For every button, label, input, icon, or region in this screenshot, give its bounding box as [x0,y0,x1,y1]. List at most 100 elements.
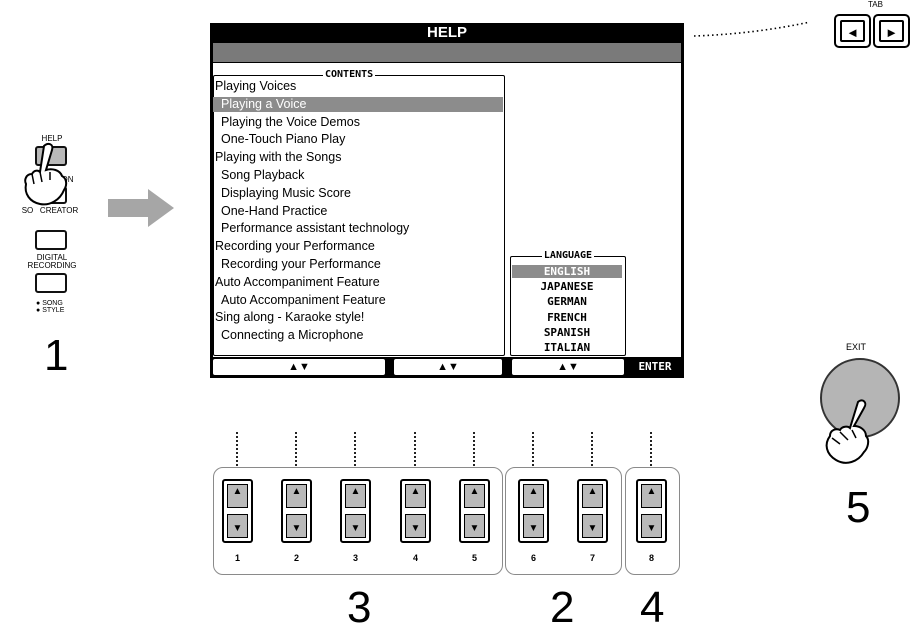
enter-button[interactable]: ENTER [628,357,682,377]
button-8-down[interactable]: ▼ [641,514,662,538]
contents-item[interactable]: Connecting a Microphone [221,328,364,343]
contents-item[interactable]: Sing along - Karaoke style! [215,310,365,325]
right-arrow-icon [108,189,174,227]
contents-item[interactable]: Performance assistant technology [221,221,410,236]
tab-right-arrow-icon: ► [879,20,904,42]
button-number-label: 4 [412,553,418,563]
tab-left-button[interactable]: ◄ [834,14,871,48]
lcd-title: HELP [426,24,467,41]
button-leader-line [414,432,416,466]
button-8: ▲▼ [636,479,667,543]
button-2-up[interactable]: ▲ [286,484,307,508]
button-4: ▲▼ [400,479,431,543]
sound-creator-label: SO CREATOR [21,206,79,215]
button-5-up[interactable]: ▲ [464,484,485,508]
tab-left-arrow-icon: ◄ [840,20,865,42]
song-indicator-icon: ● [36,300,41,307]
contents-item[interactable]: Recording your Performance [215,239,375,254]
button-3-up[interactable]: ▲ [345,484,366,508]
button-leader-line [473,432,475,466]
button-8-up[interactable]: ▲ [641,484,662,508]
step-1-label: 1 [44,331,69,380]
contents-item[interactable]: Recording your Performance [221,257,381,271]
button-6-down[interactable]: ▼ [523,514,544,538]
pointing-hand-icon [24,142,68,206]
button-group-8 [625,467,680,575]
contents-item[interactable]: Playing the Voice Demos [221,114,360,129]
button-number-label: 7 [589,553,595,563]
lcd-tab-1-2[interactable]: ▲▼ [213,359,385,375]
contents-item[interactable]: Auto Accompaniment Feature [215,274,380,289]
tab-label: TAB [868,0,883,9]
contents-item[interactable]: Auto Accompaniment Feature [221,292,386,307]
step-4-label: 4 [640,583,665,632]
button-4-down[interactable]: ▼ [405,514,426,538]
digital-recording-label: DIGITAL RECORDING [27,253,77,270]
language-item[interactable]: ITALIAN [543,341,591,354]
language-item[interactable]: FRENCH [547,310,587,324]
lcd-tab-6-7[interactable]: ▲▼ [512,359,624,375]
contents-item[interactable]: Playing Voices [215,79,297,93]
button-1-down[interactable]: ▼ [227,514,248,538]
button-7-down[interactable]: ▼ [582,514,603,538]
button-leader-line [295,432,297,466]
button-group-6-7 [505,467,622,575]
language-item[interactable]: ENGLISH [512,265,622,278]
tab-right-button[interactable]: ► [873,14,910,48]
contents-item[interactable]: One-Hand Practice [221,203,328,218]
language-title-wrap: LANGUAGE [513,250,623,262]
lcd-tab-3-4[interactable]: ▲▼ [394,359,502,375]
button-number-label: 6 [530,553,536,563]
button-leader-line [354,432,356,466]
button-leader-line [650,432,652,466]
button-number-label: 1 [234,553,240,563]
language-item[interactable]: GERMAN [547,295,587,309]
button-4-up[interactable]: ▲ [405,484,426,508]
button-number-label: 2 [293,553,299,563]
button-number-label: 8 [648,553,654,563]
song-style-switch[interactable]: ● SONG ● STYLE [36,300,64,314]
language-item[interactable]: JAPANESE [540,280,594,294]
contents-item[interactable]: One-Touch Piano Play [221,132,346,147]
button-5-down[interactable]: ▼ [464,514,485,538]
style-label: STYLE [42,307,65,314]
digital-recording-button[interactable] [35,273,67,293]
button-3-down[interactable]: ▼ [345,514,366,538]
button-leader-line [532,432,534,466]
button-leader-line [236,432,238,466]
help-label: HELP [41,134,63,143]
sound-creator-button[interactable] [35,230,67,250]
pointing-hand-icon [825,399,870,464]
button-group-1-5 [213,467,503,575]
button-3: ▲▼ [340,479,371,543]
tab-leader-line [693,20,812,40]
step-5-label: 5 [846,483,871,532]
step-2-label: 2 [550,583,575,632]
contents-item[interactable]: Song Playback [221,168,305,182]
exit-label: EXIT [846,342,867,352]
button-2-down[interactable]: ▼ [286,514,307,538]
step-3-label: 3 [347,583,372,632]
button-7-up[interactable]: ▲ [582,484,603,508]
contents-item[interactable]: Playing with the Songs [215,150,342,165]
button-6: ▲▼ [518,479,549,543]
button-2: ▲▼ [281,479,312,543]
language-item[interactable]: SPANISH [543,325,591,339]
button-1: ▲▼ [222,479,253,543]
button-number-label: 5 [471,553,477,563]
contents-item[interactable]: Playing a Voice [213,96,503,112]
song-label: SONG [42,300,63,307]
button-7: ▲▼ [577,479,608,543]
style-indicator-icon: ● [36,307,41,314]
button-1-up[interactable]: ▲ [227,484,248,508]
button-6-up[interactable]: ▲ [523,484,544,508]
button-5: ▲▼ [459,479,490,543]
lcd-subheader [213,43,681,62]
button-number-label: 3 [352,553,358,563]
button-leader-line [591,432,593,466]
language-title: LANGUAGE [541,250,595,261]
contents-item[interactable]: Displaying Music Score [221,185,351,200]
contents-title: CONTENTS [323,69,376,81]
